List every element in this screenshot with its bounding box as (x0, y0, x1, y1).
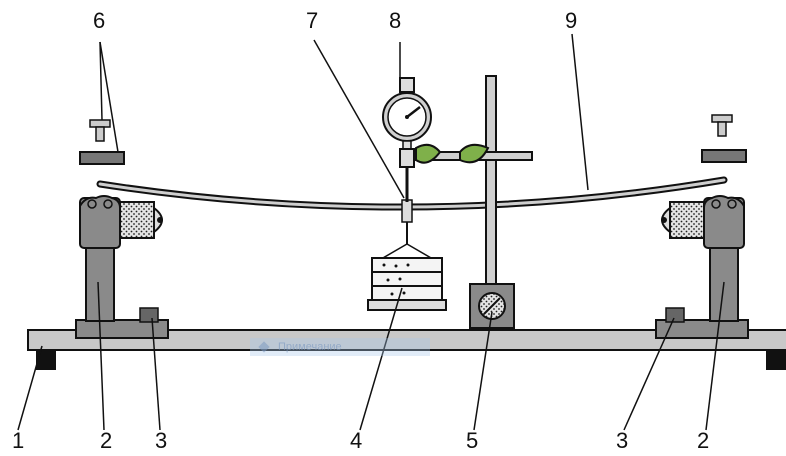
label-3-right: 3 (616, 428, 629, 453)
weight-stack (367, 257, 447, 311)
watermark-icon (258, 341, 270, 353)
spare-parts-left (79, 119, 125, 165)
label-2-left: 2 (100, 428, 113, 453)
clamp-screw-left (139, 307, 159, 323)
leader-4 (359, 287, 403, 431)
label-9: 9 (565, 8, 578, 33)
label-4: 4 (350, 428, 363, 453)
leader-2-left (97, 281, 105, 431)
base-foot-right (766, 350, 786, 370)
clamp-screw-right (665, 307, 685, 323)
leader-7 (313, 39, 405, 199)
left-support (75, 195, 169, 339)
leader-6a (99, 41, 103, 121)
leader-5 (473, 311, 493, 431)
watermark-text: Примечание (278, 341, 342, 353)
label-7: 7 (306, 8, 319, 33)
indicator-stand (411, 75, 533, 329)
leader-lines (17, 33, 725, 431)
spare-parts-right (701, 114, 747, 163)
leader-3-right (623, 317, 675, 431)
leader-9 (571, 33, 589, 191)
label-1: 1 (12, 428, 25, 453)
dial-indicator (382, 77, 432, 202)
base-plate (27, 329, 786, 370)
watermark: Примечание (250, 338, 430, 356)
base-foot-left (36, 350, 56, 370)
label-2-right: 2 (697, 428, 710, 453)
label-8: 8 (389, 8, 402, 33)
label-6: 6 (93, 8, 106, 33)
leader-6b (99, 41, 119, 153)
label-5: 5 (466, 428, 479, 453)
leader-3-left (151, 317, 161, 431)
leader-2-right (705, 281, 725, 431)
label-3-left: 3 (155, 428, 168, 453)
leader-1 (17, 345, 43, 431)
